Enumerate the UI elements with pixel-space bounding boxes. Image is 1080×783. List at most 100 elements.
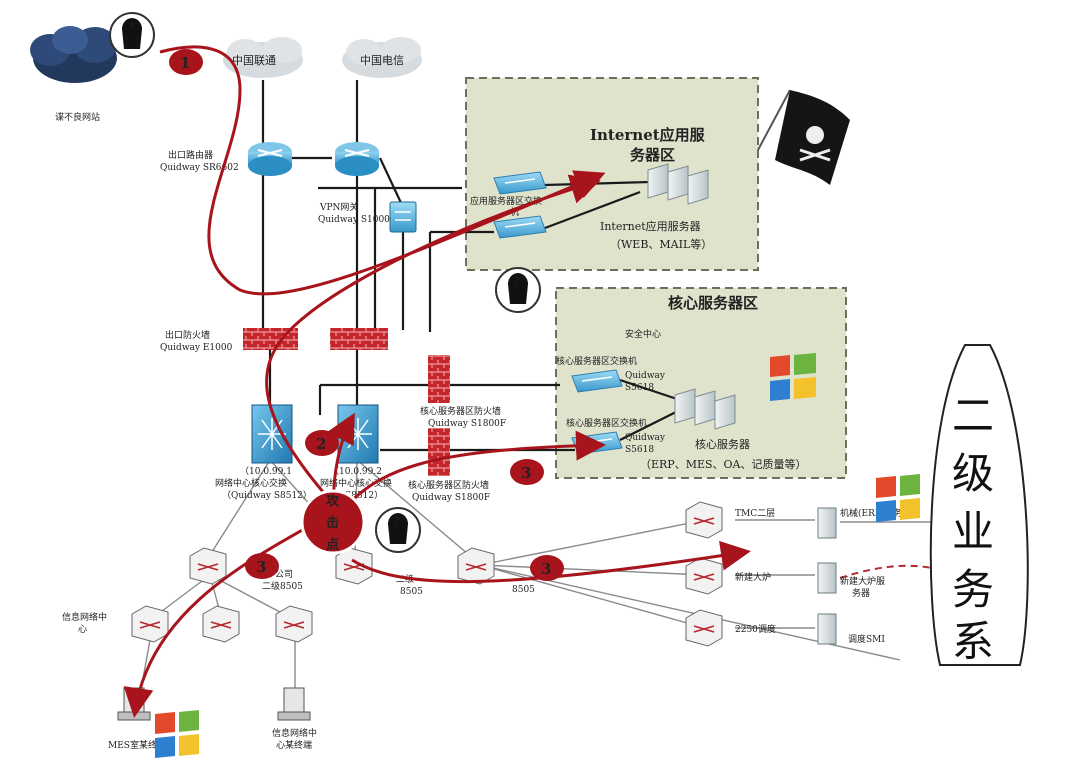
core-switch-b-model: S8512）: [345, 490, 383, 501]
side-title-char-1: 二: [952, 391, 994, 440]
isp-cloud-unicom: [223, 37, 303, 78]
server-tower-icon: [817, 507, 837, 645]
isp-label-telecom: 中国电信: [360, 54, 404, 67]
vpn-gateway-icon: [389, 201, 417, 233]
attack-point-char-3: 点: [326, 537, 339, 553]
info-center-label: 信息网络中: [62, 611, 107, 623]
computer-terminal-icon: [117, 687, 151, 721]
side-title-char-2: 级: [952, 449, 994, 498]
step-marker: 1: [169, 49, 203, 75]
access-switch-icon: [685, 609, 723, 647]
border-firewall-icon: [330, 328, 388, 350]
access-switch-icon: [131, 605, 169, 643]
attack-point-char-2: 击: [326, 515, 339, 531]
svg-text:?: ?: [394, 517, 399, 528]
border-router-model: Quidway SR6602: [160, 163, 239, 173]
core-zone-switch-a-name: 核心服务器区交换机: [556, 355, 637, 367]
core-zone-switch-b-model: Quidway: [625, 433, 666, 443]
windows-logo-icon: [876, 474, 920, 522]
core-server-icon: [674, 388, 736, 430]
hacker-mask-icon: ?: [495, 267, 541, 313]
access-switch-icon: [685, 501, 723, 539]
border-router-name: 出口路由器: [168, 149, 213, 161]
core-firewall-icon: [428, 428, 450, 476]
core-switch-b-name: 网络中心核心交换: [320, 477, 392, 489]
access-switch-icon: [275, 605, 313, 643]
core-firewall-b-name: 核心服务器区防火墙: [408, 479, 489, 491]
branch-switch-label-2: 二级8505: [262, 580, 303, 592]
step-marker-label: 3: [256, 558, 266, 576]
svg-text:?: ?: [128, 22, 133, 33]
border-firewall-model: Quidway E1000: [160, 343, 233, 353]
side-title-char-5: 系: [952, 617, 994, 666]
core-zone-switch-icon: [571, 369, 623, 393]
computer-terminal-icon: [277, 687, 311, 721]
step-marker: 3: [510, 459, 544, 485]
internet-zone-title-line2: 务器区: [630, 146, 675, 164]
security-center-label: 安全中心: [625, 328, 661, 340]
app-switch-icon: [493, 171, 547, 195]
isp-label-unicom: 中国联通: [232, 54, 276, 67]
app-switch-icon: [493, 215, 547, 239]
core-zone-title: 核心服务器区: [668, 294, 758, 312]
info-terminal-label: 信息网络中: [272, 727, 317, 739]
pirate-flag-icon: [757, 89, 850, 185]
windows-logo-icon: [770, 353, 816, 401]
core-switch-b-ip: （10.0.99.2: [330, 466, 382, 477]
internet-zone-title-line1: Internet应用服: [590, 126, 706, 144]
step-marker: 2: [305, 430, 339, 456]
core-zone-switch-a-model2: S5618: [625, 383, 654, 393]
svg-text:?: ?: [514, 277, 519, 288]
access-switch-icon: [685, 557, 723, 595]
branch-switch-label: 公司: [275, 569, 293, 580]
info-terminal-label-2: 心某终端: [276, 739, 312, 751]
hacker-mask-icon: ?: [109, 12, 155, 58]
secondary-server-2: 新建大炉服: [840, 575, 885, 587]
unsafe-network-label: 谍不良网站: [55, 111, 100, 123]
hacker-mask-icon: ?: [375, 507, 421, 553]
right-switch-label: 8505: [512, 585, 535, 595]
side-title-char-3: 业: [952, 507, 994, 556]
attack-point-badge: 攻 击 点: [300, 489, 366, 555]
core-firewall-icon: [428, 355, 450, 403]
core-zone-switch-a-model: Quidway: [625, 371, 666, 381]
step-marker-label: 1: [180, 54, 190, 72]
isp-cloud-telecom: [342, 37, 422, 78]
access-switch-icon: [202, 605, 240, 643]
border-firewall-name: 出口防火墙: [165, 329, 210, 341]
core-firewall-a-name: 核心服务器区防火墙: [420, 405, 501, 417]
core-firewall-b-model: Quidway S1800F: [412, 493, 490, 503]
border-router-icon: [335, 142, 379, 176]
core-firewall-a-model: Quidway S1800F: [428, 419, 506, 429]
secondary-server-3: 调度SMI: [848, 633, 885, 645]
attack-point-char-1: 攻: [326, 493, 340, 509]
core-server-sub: （ERP、MES、OA、记质量等）: [640, 457, 807, 471]
secondary-system-panel: [929, 344, 1029, 666]
attack-paths: [123, 45, 751, 718]
internet-server-sub: （WEB、MAIL等）: [610, 237, 712, 251]
internet-server-zone: [465, 77, 759, 271]
secondary-server-2b: 务器: [852, 587, 870, 599]
core-zone-switch-b-name: 核心服务器区交换机: [566, 417, 647, 429]
vpn-gateway-name: VPN网关: [319, 201, 358, 213]
windows-logo-icon: [155, 710, 199, 758]
core-server-label: 核心服务器: [695, 437, 750, 451]
step-marker-label: 3: [541, 560, 551, 578]
secondary-switch-2: 新建大炉: [735, 571, 771, 583]
vpn-gateway-model: Quidway S1000: [318, 215, 390, 225]
core-switch-a-ip: （10.0.99.1: [240, 466, 292, 477]
internet-server-label: Internet应用服务器: [600, 219, 701, 233]
step-marker: 3: [530, 555, 564, 581]
border-router-icon: [248, 142, 292, 176]
secondary-switch-3: 2250调度: [735, 623, 776, 635]
side-title-char-4: 务: [952, 565, 994, 614]
secondary-switch-1: TMC二层: [735, 508, 775, 519]
app-switch-label: 应用服务器区交换: [470, 195, 542, 207]
step-marker-label: 2: [316, 435, 326, 453]
mes-terminal-label: MES室某终端: [108, 739, 166, 751]
core-zone-switch-b-model2: S5618: [625, 445, 654, 455]
info-center-label-2: 心: [78, 624, 87, 635]
border-firewall-icon: [243, 328, 298, 350]
core-switch-a-name: 网络中心核心交换: [215, 477, 287, 489]
